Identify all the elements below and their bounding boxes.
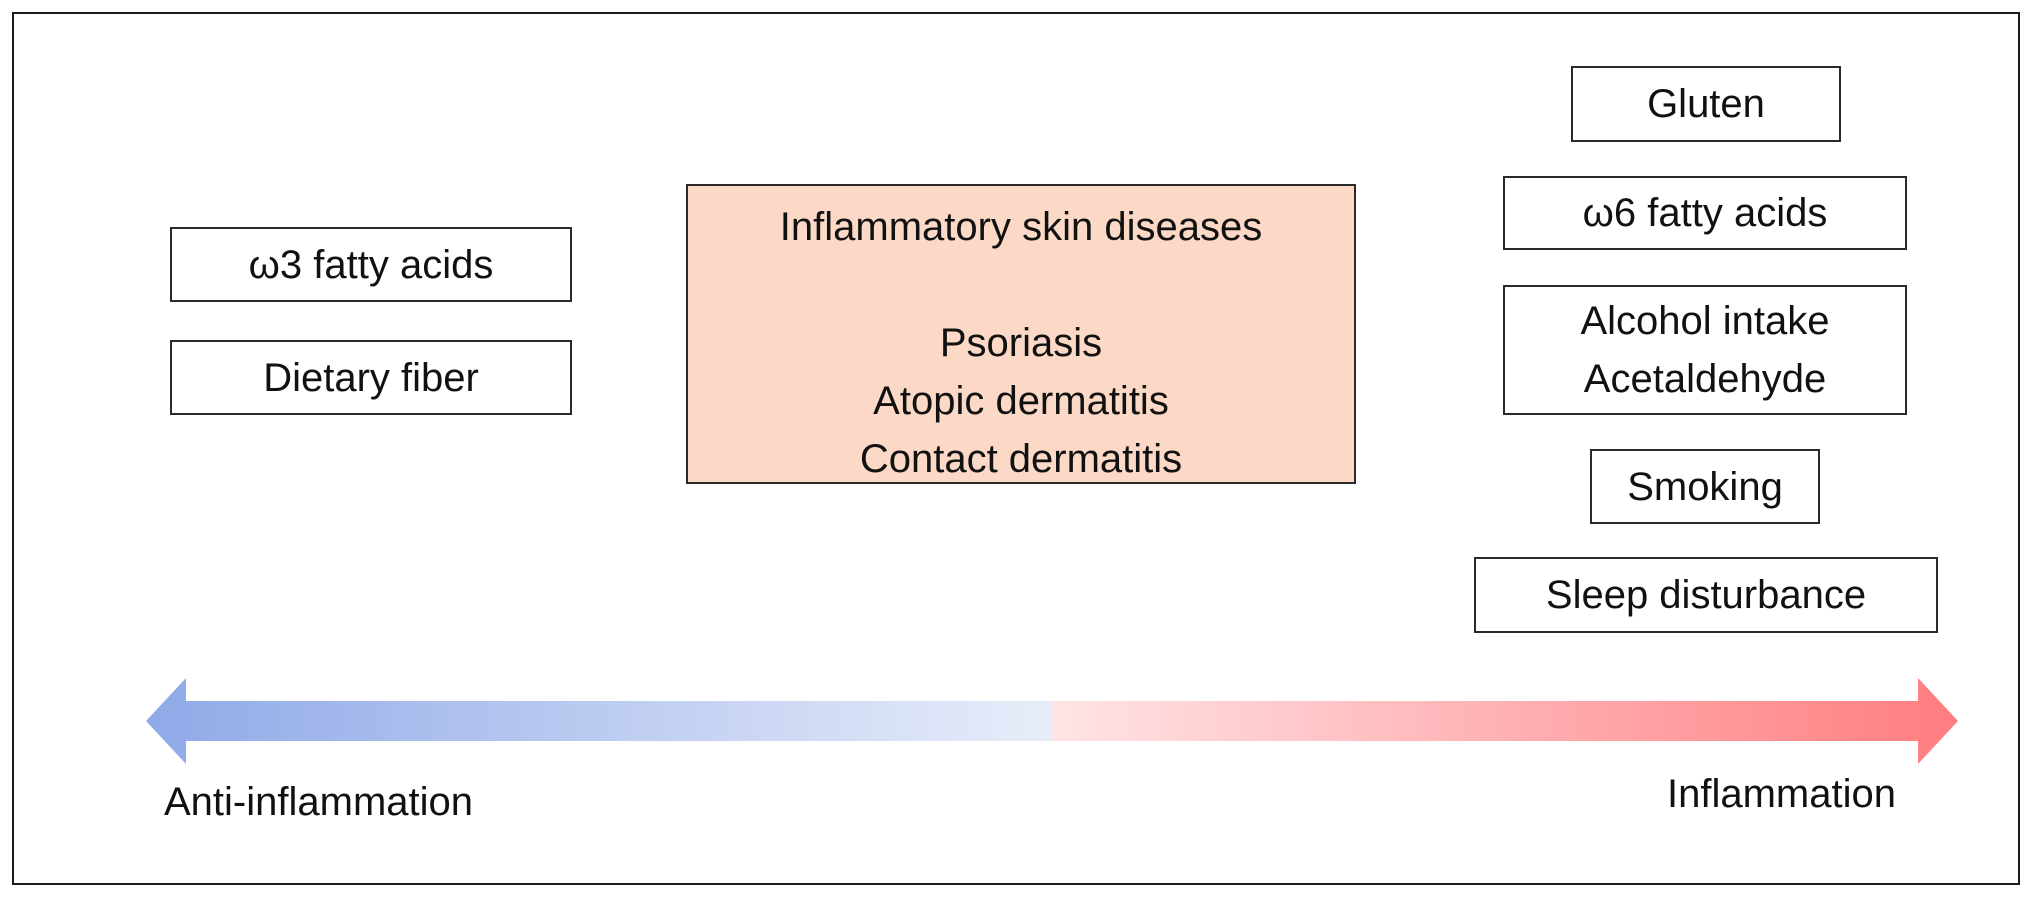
factor-label: Alcohol intake [1580, 299, 1830, 343]
double-arrow-shape [146, 678, 1958, 764]
factor-label: ω3 fatty acids [248, 242, 494, 287]
factor-label: Smoking [1627, 464, 1783, 509]
factor-omega3-fatty-acids: ω3 fatty acids [170, 227, 572, 302]
spacer [688, 256, 1354, 314]
factor-label: Dietary fiber [263, 355, 479, 400]
figure-frame [12, 12, 2020, 885]
anti-inflammation-label: Anti-inflammation [164, 780, 474, 824]
disease-contact-dermatitis: Contact dermatitis [859, 437, 1183, 481]
disease-psoriasis: Psoriasis [939, 321, 1103, 365]
factor-omega6-fatty-acids: ω6 fatty acids [1503, 176, 1907, 250]
factor-label: ω6 fatty acids [1582, 191, 1828, 235]
factor-label: Sleep disturbance [1545, 573, 1867, 617]
inflammatory-skin-diseases-box: Inflammatory skin diseases Psoriasis Ato… [686, 184, 1356, 484]
inflammation-axis-arrow [146, 678, 1958, 764]
factor-sleep-disturbance: Sleep disturbance [1474, 557, 1938, 633]
factor-smoking: Smoking [1590, 449, 1820, 524]
inflammation-label: Inflammation [1667, 772, 1896, 816]
disease-atopic-dermatitis: Atopic dermatitis [873, 379, 1169, 423]
factor-alcohol-acetaldehyde: Alcohol intake Acetaldehyde [1503, 285, 1907, 415]
disease-group-title: Inflammatory skin diseases [779, 205, 1263, 249]
factor-gluten: Gluten [1571, 66, 1841, 142]
factor-label: Acetaldehyde [1583, 357, 1827, 401]
factor-dietary-fiber: Dietary fiber [170, 340, 572, 415]
factor-label: Gluten [1647, 82, 1765, 126]
